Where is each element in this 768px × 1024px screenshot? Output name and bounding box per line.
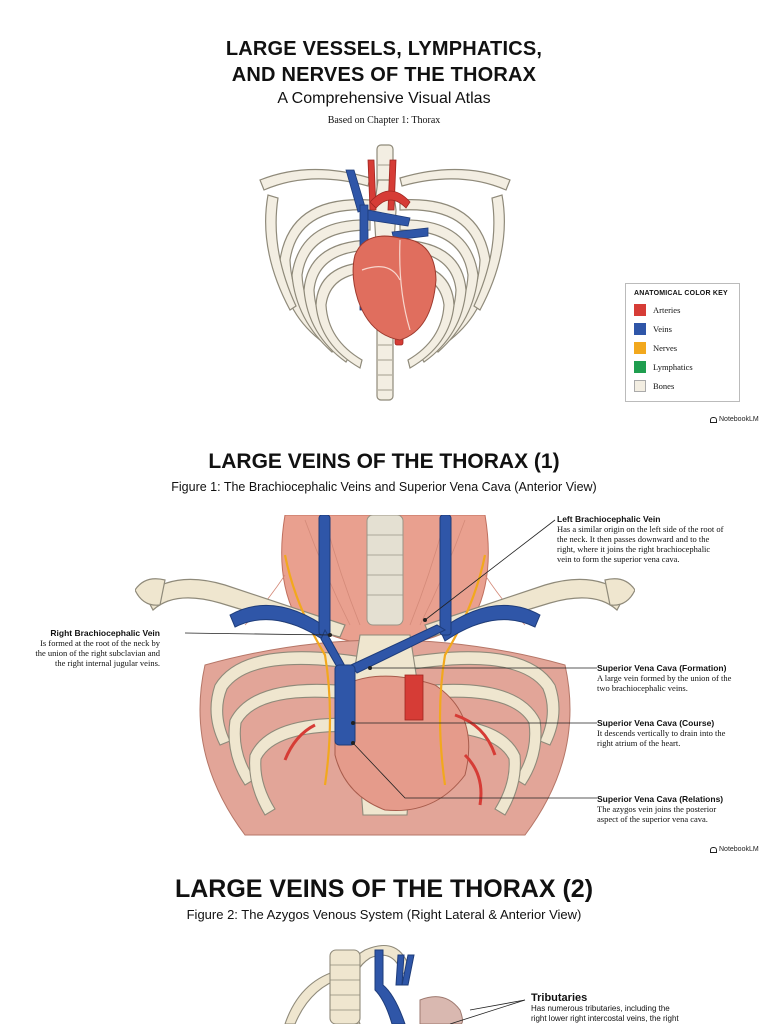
label-body-line: aspect of the superior vena cava. — [597, 814, 708, 824]
right-clavicle — [259, 168, 371, 191]
notebooklm-logo-icon — [710, 846, 717, 853]
page-title-line-2: AND NERVES OF THE THORAX — [231, 64, 537, 86]
label-title: Tributaries — [531, 992, 588, 1004]
label-body-line: the neck. It then passes downward and to… — [557, 534, 710, 544]
label-body-line: two brachiocephalic veins. — [597, 683, 688, 693]
figure-1-illustration — [135, 515, 635, 836]
color-swatch — [634, 380, 646, 392]
thorax-overview-illustration — [259, 144, 511, 401]
label-body-line: The azygos vein joins the posterior — [597, 804, 717, 814]
color-key-row: Lymphatics — [634, 361, 693, 373]
label-body-line: A large vein formed by the union of the — [597, 673, 732, 683]
color-key-label: Arteries — [653, 305, 681, 315]
label-body: Is formed at the root of the neck by the… — [10, 638, 160, 668]
label-title: Superior Vena Cava (Course) — [597, 718, 715, 728]
brand-label: NotebookLM — [719, 846, 759, 853]
label-left-brachiocephalic-vein: Left Brachiocephalic Vein Has a similar … — [557, 514, 762, 564]
brand-label: NotebookLM — [719, 416, 759, 423]
color-key-row: Veins — [634, 323, 672, 335]
page-title-line-1: LARGE VESSELS, LYMPHATICS, — [225, 38, 543, 60]
color-key-row: Nerves — [634, 342, 677, 354]
figure-2-illustration — [284, 945, 526, 1024]
label-body-line: right, where it joins the right brachioc… — [557, 544, 711, 554]
label-svc-formation: Superior Vena Cava (Formation) A large v… — [597, 663, 762, 693]
label-title: Right Brachiocephalic Vein — [50, 628, 160, 638]
notebooklm-logo-icon — [710, 416, 717, 423]
label-title: Left Brachiocephalic Vein — [557, 514, 661, 524]
color-key-label: Veins — [653, 324, 672, 334]
based-on-note: Based on Chapter 1: Thorax — [327, 115, 441, 126]
label-svc-relations: Superior Vena Cava (Relations) The azygo… — [597, 794, 762, 824]
label-body: A large vein formed by the union of the … — [597, 673, 762, 693]
left-clavicle — [399, 168, 511, 191]
label-body: It descends vertically to drain into the… — [597, 728, 762, 748]
color-key-label: Lymphatics — [653, 362, 693, 372]
label-title: Superior Vena Cava (Relations) — [597, 794, 724, 804]
section-2-title: LARGE VEINS OF THE THORAX (2) — [174, 875, 594, 903]
color-swatch — [634, 361, 646, 373]
label-body: The azygos vein joins the posterior aspe… — [597, 804, 762, 824]
heart — [352, 235, 437, 341]
label-right-brachiocephalic-vein: Right Brachiocephalic Vein Is formed at … — [10, 628, 160, 668]
label-svc-course: Superior Vena Cava (Course) It descends … — [597, 718, 762, 748]
label-body: Has a similar origin on the left side of… — [557, 524, 762, 564]
notebooklm-brand: NotebookLM — [710, 416, 759, 423]
page-title: LARGE VESSELS, LYMPHATICS, AND NERVES OF… — [0, 36, 768, 88]
color-key-title: ANATOMICAL COLOR KEY — [634, 290, 728, 297]
notebooklm-brand: NotebookLM — [710, 846, 759, 853]
label-body-line: Is formed at the root of the neck by — [40, 638, 160, 648]
color-key-label: Bones — [653, 381, 675, 391]
figure-1-caption: Figure 1: The Brachiocephalic Veins and … — [171, 480, 597, 494]
color-key-row: Bones — [634, 380, 674, 392]
label-body-line: the union of the right subclavian and — [35, 648, 160, 658]
label-body-line: Has a similar origin on the left side of… — [557, 524, 724, 534]
page-subtitle: A Comprehensive Visual Atlas — [277, 90, 491, 107]
section-1-title: LARGE VEINS OF THE THORAX (1) — [208, 450, 560, 473]
label-body: Has numerous tributaries, including the … — [531, 1004, 761, 1024]
label-title: Superior Vena Cava (Formation) — [597, 663, 727, 673]
color-key-label: Nerves — [653, 343, 678, 353]
label-body-line: Has numerous tributaries, including the — [531, 1004, 670, 1013]
label-body-line: right atrium of the heart. — [597, 738, 681, 748]
label-body-line: It descends vertically to drain into the — [597, 728, 726, 738]
label-body-line: the right internal jugular veins. — [54, 658, 160, 668]
color-swatch — [634, 323, 646, 335]
label-tributaries: Tributaries Has numerous tributaries, in… — [531, 992, 761, 1024]
color-swatch — [634, 342, 646, 354]
figure-2-caption: Figure 2: The Azygos Venous System (Righ… — [186, 907, 582, 922]
label-body-line: right lower right intercostal veins, the… — [531, 1014, 679, 1023]
label-body-line: vein to form the superior vena cava. — [557, 554, 680, 564]
color-key-row: Arteries — [634, 304, 680, 316]
color-swatch — [634, 304, 646, 316]
